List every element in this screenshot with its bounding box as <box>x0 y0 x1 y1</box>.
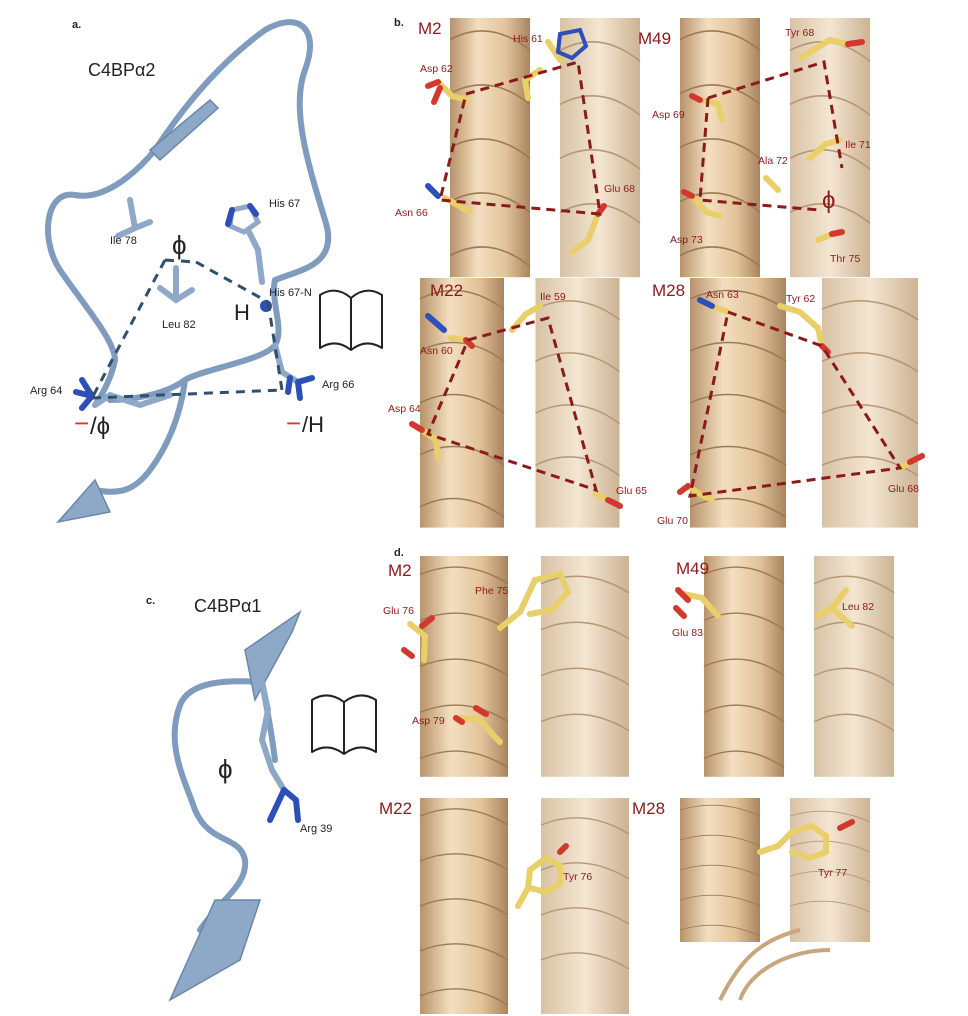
tyr62-label: Tyr 62 <box>786 293 815 305</box>
h-symbol-mid: H <box>234 300 250 325</box>
arg64-label: Arg 64 <box>30 385 62 397</box>
tyr68-label: Tyr 68 <box>785 27 814 39</box>
his61-label: His 61 <box>513 33 543 45</box>
phi-symbol-top: ϕ <box>172 230 187 260</box>
arg66-label: Arg 66 <box>322 379 354 391</box>
tyr77-label: Tyr 77 <box>818 867 847 879</box>
ala72-label: Ala 72 <box>758 155 788 167</box>
panel-d-m49: M49 Glu 83 Leu 82 <box>672 555 895 778</box>
arg64-sidechain <box>73 377 173 411</box>
his67n-label: His 67-N <box>269 287 312 299</box>
d-m28-name: M28 <box>632 799 665 818</box>
panel-b-m2: M2 His 61 Asp 62 Asn 66 Glu 68 <box>395 17 641 279</box>
m28-name: M28 <box>652 281 685 300</box>
glu76-label: Glu 76 <box>383 605 414 617</box>
glu83-label: Glu 83 <box>672 627 703 639</box>
leu82-label: Leu 82 <box>162 319 196 331</box>
panel-d-m28: M28 Tyr 77 <box>632 797 871 1001</box>
glu65-label: Glu 65 <box>616 485 647 497</box>
book-icon <box>319 289 383 351</box>
d-m2-name: M2 <box>388 561 412 580</box>
c4bpa1-cartoon <box>168 609 302 1002</box>
panel-b-letter: b. <box>394 17 404 29</box>
asp79-label: Asp 79 <box>412 715 445 727</box>
asn66-label: Asn 66 <box>395 207 428 219</box>
panel-b: b. M2 His 61 Asp 62 Asn 66 Glu 68 M49 Ty… <box>388 17 925 529</box>
ile59-label: Ile 59 <box>540 291 566 303</box>
minus-left: − <box>74 408 89 438</box>
d-m49-name: M49 <box>676 559 709 578</box>
his67-sidechain <box>225 203 272 312</box>
panel-b-m22: M22 Ile 59 Asn 60 Asp 64 Glu 65 <box>388 277 647 529</box>
panel-a-title: C4BPα2 <box>88 60 155 80</box>
phe75-label: Phe 75 <box>475 585 508 597</box>
panel-c-title: C4BPα1 <box>194 596 261 616</box>
m49-pharmacophore <box>698 60 844 212</box>
thr75-label: Thr 75 <box>830 253 861 265</box>
minus-right: − <box>286 408 301 438</box>
asn60-label: Asn 60 <box>420 345 453 357</box>
asp73-label: Asp 73 <box>670 234 703 246</box>
panel-a: a. C4BPα2 <box>30 19 383 524</box>
panel-c: c. C4BPα1 Arg 39 ϕ <box>146 595 377 1002</box>
m22-name: M22 <box>430 281 463 300</box>
glu70-label: Glu 70 <box>657 515 688 527</box>
d-m22-name: M22 <box>379 799 412 818</box>
phi-left: /ϕ <box>90 413 110 440</box>
panel-b-m28: M28 Asn 63 Tyr 62 Glu 68 Glu 70 <box>652 277 925 529</box>
c4bpa2-cartoon <box>45 19 332 524</box>
panel-d-letter: d. <box>394 547 404 559</box>
tyr76-label: Tyr 76 <box>563 871 592 883</box>
m49-name: M49 <box>638 29 671 48</box>
ile78-label: Ile 78 <box>110 235 137 247</box>
asp64-label: Asp 64 <box>388 403 421 415</box>
panel-b-m49: M49 Tyr 68 Asp 69 Ala 72 Ile 71 Asp 73 T… <box>638 17 871 279</box>
m2-name: M2 <box>418 19 442 38</box>
panel-c-phi: ϕ <box>218 754 233 784</box>
panel-d: d. M2 Glu 76 Phe 75 Asp 79 M49 Glu 83 Le… <box>379 547 895 1015</box>
book-icon-c <box>311 694 377 755</box>
his67-label: His 67 <box>269 198 300 210</box>
ile71-label: Ile 71 <box>845 139 871 151</box>
arg39-label: Arg 39 <box>300 823 332 835</box>
asp69-label: Asp 69 <box>652 109 685 121</box>
h-right: /H <box>302 412 324 437</box>
m22-pharmacophore <box>425 316 599 493</box>
asp62-label: Asp 62 <box>420 63 453 75</box>
panel-d-m22: M22 Tyr 76 <box>379 797 630 1015</box>
glu68-label: Glu 68 <box>604 183 635 195</box>
m2-pharmacophore <box>438 60 602 216</box>
leu82-sidechain <box>157 265 195 304</box>
d-leu82-label: Leu 82 <box>842 601 874 613</box>
m49-phi: ϕ <box>822 187 835 214</box>
panel-c-letter: c. <box>146 595 155 607</box>
panel-d-m2: M2 Glu 76 Phe 75 Asp 79 <box>383 555 630 778</box>
panel-a-letter: a. <box>72 19 81 31</box>
asn63-label: Asn 63 <box>706 289 739 301</box>
arg39-sidechain <box>258 679 301 823</box>
m28-glu68-label: Glu 68 <box>888 483 919 495</box>
ile78-sidechain <box>115 197 153 239</box>
m28-pharmacophore <box>688 310 903 498</box>
